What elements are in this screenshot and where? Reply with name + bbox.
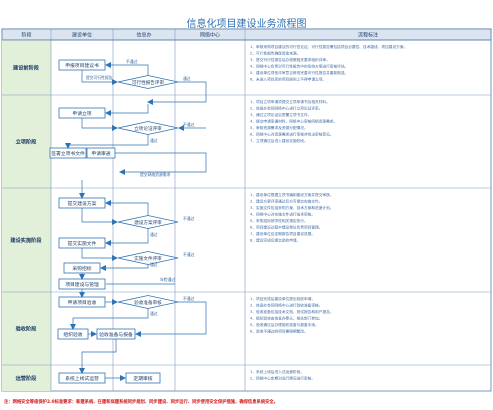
process-note: 6、项目建设过程中建设单位负责项目管理。 <box>250 225 322 230</box>
flow-connector <box>70 308 149 330</box>
phase-label: 运营阶段 <box>16 374 38 382</box>
flow-connector <box>105 62 149 76</box>
process-label: 申请立项 <box>72 110 91 117</box>
connector-label: 通过 <box>183 76 191 81</box>
decision-label: 建设方案评审 <box>134 219 162 226</box>
decision-label: 可行性报告评审 <box>132 79 165 86</box>
process-note: 5、建设单位须依评审意见修改完善可行性报告并重新报送。 <box>250 70 348 75</box>
process-label: 提交实施文件 <box>68 240 97 247</box>
connector-label: 不通过 <box>126 59 138 64</box>
process-note: 4、提交申请审通材料，网络中心审核网络资源需求。 <box>250 119 337 124</box>
page-title: 信息化项目建设业务流程图 <box>186 19 307 30</box>
process-note: 3、提交可行性报告后办按照相关要求组织评审。 <box>250 57 330 62</box>
process-label: 验收准备与报备 <box>99 331 133 338</box>
connector-label: 通过 <box>150 232 158 237</box>
flow-connector <box>105 228 149 246</box>
connector-label: 不通过 <box>183 122 195 127</box>
phase-label: 验收阶段 <box>16 325 38 333</box>
process-note: 2、可行性报告确保资金来源。 <box>250 51 300 56</box>
flow-connector <box>81 248 118 261</box>
flow-connector <box>135 301 207 337</box>
process-note: 8、建设完成后提交验收申请。 <box>250 238 300 243</box>
process-note: 7、立项通过后进入建设实施阶段。 <box>250 138 308 143</box>
column-header: 网络中心 <box>200 32 220 39</box>
process-note: 5、审核资源需求及资源分配情况。 <box>250 125 308 130</box>
process-note: 7、建设单位应定期报告项目建设进展。 <box>250 231 315 236</box>
decision-label: 实施文件评审 <box>134 255 162 262</box>
process-label: 申请审通 <box>91 150 110 157</box>
process-box <box>125 372 161 384</box>
process-label: 申报项目建议书 <box>65 62 99 69</box>
column-header: 建设单位 <box>72 32 92 39</box>
process-note: 1、建设单位根据立项书编制建设方案并提交审核。 <box>250 192 333 197</box>
column-header: 阶段 <box>21 32 31 39</box>
connector-label: 不通过 <box>183 296 195 301</box>
decision-label: 立项论证评审 <box>134 125 162 132</box>
process-label: 申请项目验收 <box>68 299 97 306</box>
process-note: 3、验收准备包括技术文档、测试报告和用户报告。 <box>250 309 333 314</box>
flow-connector <box>115 152 207 175</box>
decision-diamond <box>117 215 179 229</box>
process-note: 2、信息办会同网络中心进行验收准备审核。 <box>250 303 322 308</box>
process-label: 定期审核 <box>133 375 152 382</box>
process-note: 4、组织验收由信息办牵头，相关部门参加。 <box>250 316 322 321</box>
column-header: 信息办 <box>136 32 151 39</box>
connector-label: 不通过 <box>183 252 195 257</box>
process-note: 1、项目完成后建设单位提出验收申请。 <box>250 296 315 301</box>
connector-label: 通过 <box>150 138 158 143</box>
column-header: 流程标注 <box>358 32 378 39</box>
process-note: 6、未进入项目库的项目原则上不得申请立项。 <box>250 77 326 82</box>
process-label: 签署立项书文件 <box>51 150 85 157</box>
footer-note: 注：网络安全等级保护2.0标准要求：新建系统、在建和拟建系统同步规划、同步建设、… <box>4 400 279 405</box>
process-note: 3、通过立项论证后签署立项书文件。 <box>250 112 311 117</box>
phase-label: 立项阶段 <box>16 138 38 146</box>
process-note: 5、采购招标按学校相关规定执行。 <box>250 218 308 223</box>
process-label: 组织验收 <box>63 331 82 338</box>
process-note: 2、网络中心定期对运行情况进行审核。 <box>250 376 315 381</box>
process-note: 4、网络中心负责对可行性报告中的系统方案进行审核评估。 <box>250 64 348 69</box>
connector-label: 提交网络资源需求 <box>140 172 171 177</box>
connector-label: 通过 <box>150 262 158 267</box>
process-note: 6、网络中心对资源需求进行审核并给出审核意见。 <box>250 132 333 137</box>
process-note: 2、信息办会同网络中心进行立项论证评审。 <box>250 106 322 111</box>
process-note: 6、验收不通过的项目需限期整改。 <box>250 329 308 334</box>
flow-connector <box>105 200 149 216</box>
connector-label: 年检通过 <box>160 277 175 282</box>
flow-connector <box>79 339 117 374</box>
decision-label: 验收准备审核 <box>134 299 162 306</box>
process-note: 3、实施文件包括采购方案、技术方案和进度计划。 <box>250 205 333 210</box>
connector-label: 通过 <box>150 311 158 316</box>
flow-connector <box>81 208 118 225</box>
phase-column-bg <box>2 40 51 391</box>
phase-label: 建设实施阶段 <box>10 236 42 244</box>
process-label: 采购招标 <box>72 265 91 272</box>
phase-label: 建设前阶段 <box>13 64 40 72</box>
process-note: 4、网络中心对实施文件进行技术审核。 <box>250 212 315 217</box>
process-label: 系统上线试运营 <box>65 375 99 382</box>
process-note: 2、建设方案评审通过后方可提交实施文件。 <box>250 199 322 204</box>
process-note: 1、系统上线后进入试运营阶段。 <box>250 369 304 374</box>
flow-connector <box>65 134 149 149</box>
flow-connector <box>105 104 149 116</box>
process-note: 1、项目立项申请须提交立项申请书及相关材料。 <box>250 99 330 104</box>
process-note: 5、验收通过后办理验收准备与报备手续。 <box>250 322 319 327</box>
flow-connector <box>100 264 149 271</box>
connector-label: 不通过 <box>183 216 195 221</box>
decision-diamond <box>117 251 179 265</box>
flow-connector <box>81 70 118 85</box>
process-label: 提交建设方案 <box>68 200 97 207</box>
process-note: 1、审核采购项目建议的可行性论证，可行性报告需包括项目必要性、技术路线、项目建设… <box>250 44 407 49</box>
process-label: 项目建设与管理 <box>65 281 99 288</box>
connector-label: 提交可行性报告 <box>86 75 113 80</box>
flow-connector <box>147 81 207 105</box>
flow-connector <box>81 118 118 131</box>
